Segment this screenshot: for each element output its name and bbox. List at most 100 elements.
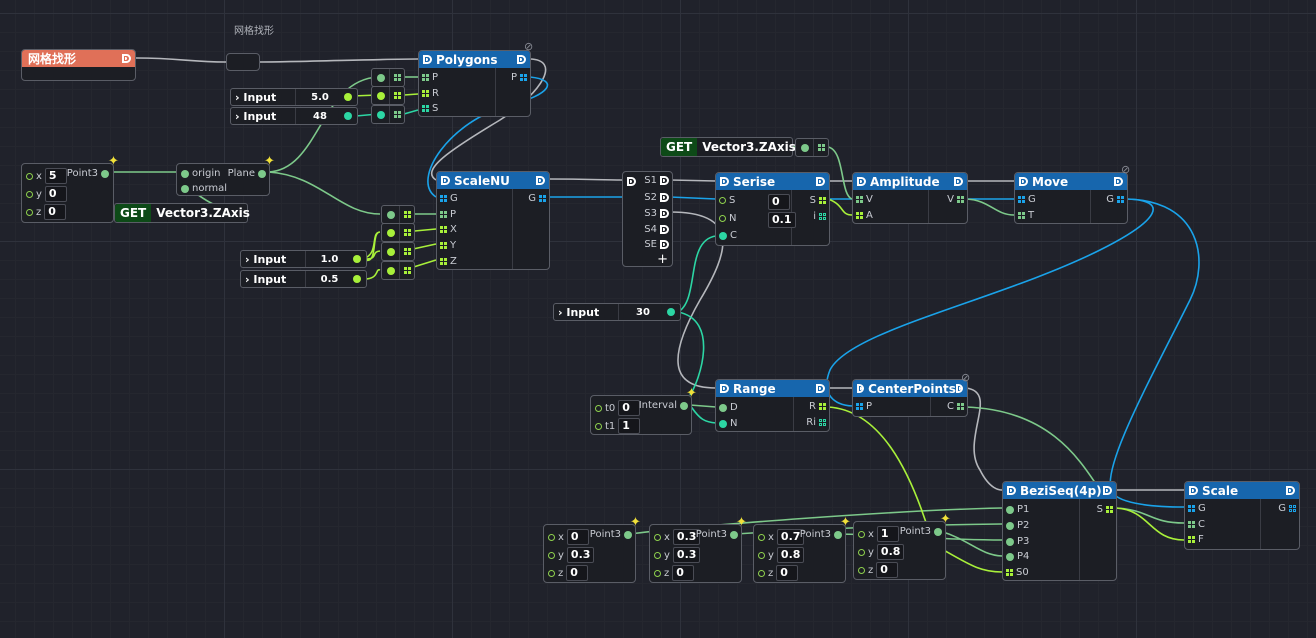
exec-in-icon[interactable] [1007,486,1016,495]
exec-in-icon[interactable] [1019,177,1028,186]
reroute-node[interactable] [226,53,260,71]
input-value[interactable]: 0.5 [320,273,339,285]
exec-out-icon[interactable] [660,176,669,185]
exec-out-icon[interactable] [660,240,669,249]
relay-node[interactable] [381,205,415,224]
port-dot[interactable] [386,266,395,275]
port-ring[interactable] [719,197,726,204]
y-field[interactable]: 0.8 [876,544,905,560]
exec-out-icon[interactable] [1114,177,1123,186]
scalenu-output-g[interactable]: G [528,193,546,204]
exec-out-icon[interactable] [1103,486,1112,495]
scalenu-input-x[interactable]: X [440,224,457,235]
exec-in-icon[interactable] [627,177,636,186]
move-header[interactable]: Move [1015,173,1127,190]
port-ring[interactable] [548,551,555,559]
relay-node[interactable] [371,105,405,124]
port-ring[interactable] [758,533,765,541]
scalenu-header[interactable]: ScaleNU [437,172,549,189]
port-dot[interactable] [386,210,395,219]
port-ring[interactable] [595,404,602,412]
input-port[interactable] [181,169,189,178]
z-field[interactable]: 0 [672,565,695,581]
output-port[interactable] [834,530,842,539]
amplitude-node[interactable]: Amplitude V A V [852,172,968,224]
output-port[interactable] [624,530,632,539]
polygons-node[interactable]: Polygons P R S P [418,50,531,117]
z-field[interactable]: 0 [776,565,799,581]
move-node[interactable]: Move G T G [1014,172,1128,224]
port-ring[interactable] [26,172,33,180]
step-field[interactable]: 0.1 [768,212,796,228]
exec-in-icon[interactable] [857,384,865,393]
input-value[interactable]: 1.0 [320,253,339,265]
range-header[interactable]: Range [716,380,829,397]
port-dot[interactable] [386,228,395,237]
scalenu-input-y[interactable]: Y [440,240,456,251]
group-node-header[interactable]: 网格找形 [22,50,135,67]
exec-out-icon[interactable] [816,384,825,393]
scalenu-input-z[interactable]: Z [440,256,457,267]
exec-in-icon[interactable] [857,177,866,186]
exec-out-icon[interactable] [660,225,669,234]
scale-header[interactable]: Scale [1185,482,1299,499]
input-port[interactable] [1006,505,1014,514]
exec-in-icon[interactable] [720,177,729,186]
centerpoints-header[interactable]: CenterPoints [853,380,967,397]
scalenu-node[interactable]: ScaleNU G P X Y Z G [436,171,550,270]
port-dot[interactable] [376,91,385,100]
relay-node[interactable] [381,261,415,280]
port-dot[interactable] [376,73,385,82]
relay-node[interactable] [371,68,405,87]
scalenu-input-p[interactable]: P [440,209,456,220]
exec-out-icon[interactable] [660,209,669,218]
eye-hidden-icon[interactable]: ⊘ [961,371,971,384]
relay-node[interactable] [381,223,415,242]
t1-field[interactable]: 1 [618,418,641,434]
input-port[interactable] [1006,552,1014,561]
output-port[interactable] [101,169,109,178]
port-ring[interactable] [758,551,765,559]
z-field[interactable]: 0 [876,562,899,578]
output-port[interactable] [680,401,688,410]
centerpoints-node[interactable]: CenterPoints P C [852,379,968,417]
exec-in-icon[interactable] [720,384,729,393]
y-field[interactable]: 0.8 [776,547,805,563]
x-field[interactable]: 0 [566,529,589,545]
input-port[interactable] [719,403,727,412]
z-field[interactable]: 0 [44,204,67,220]
polygons-input-r[interactable]: R [422,88,439,99]
y-field[interactable]: 0.3 [672,547,701,563]
add-output-button[interactable]: + [657,252,668,267]
polygons-output-p[interactable]: P [511,72,527,83]
port-dot[interactable] [376,110,385,119]
relay-node[interactable] [381,242,415,261]
input-value[interactable]: 30 [636,306,650,318]
output-port[interactable] [353,275,361,283]
serise-node[interactable]: Serise S N C 0 0.1 S i [715,172,830,246]
port-ring[interactable] [858,548,865,556]
output-port[interactable] [353,255,361,263]
exec-out-icon[interactable] [660,193,669,202]
exec-out-icon[interactable] [954,177,963,186]
t0-field[interactable]: 0 [618,400,641,416]
eye-hidden-icon[interactable]: ⊘ [524,40,534,53]
port-ring[interactable] [26,190,33,198]
port-ring[interactable] [858,530,865,538]
port-ring[interactable] [654,533,661,541]
relay-node[interactable] [371,86,405,105]
y-field[interactable]: 0 [44,186,67,202]
exec-out-icon[interactable] [536,176,545,185]
exec-out-icon[interactable] [1286,486,1295,495]
eye-hidden-icon[interactable]: ⊘ [1121,163,1131,176]
output-port[interactable] [667,308,675,316]
input-node-scale-x[interactable]: › Input 1.0 [240,250,367,268]
input-value[interactable]: 5.0 [311,91,329,103]
input-value[interactable]: 48 [313,110,327,122]
port-ring[interactable] [548,533,555,541]
exec-out-icon[interactable] [816,177,825,186]
input-node-count[interactable]: › Input 30 [553,303,681,321]
